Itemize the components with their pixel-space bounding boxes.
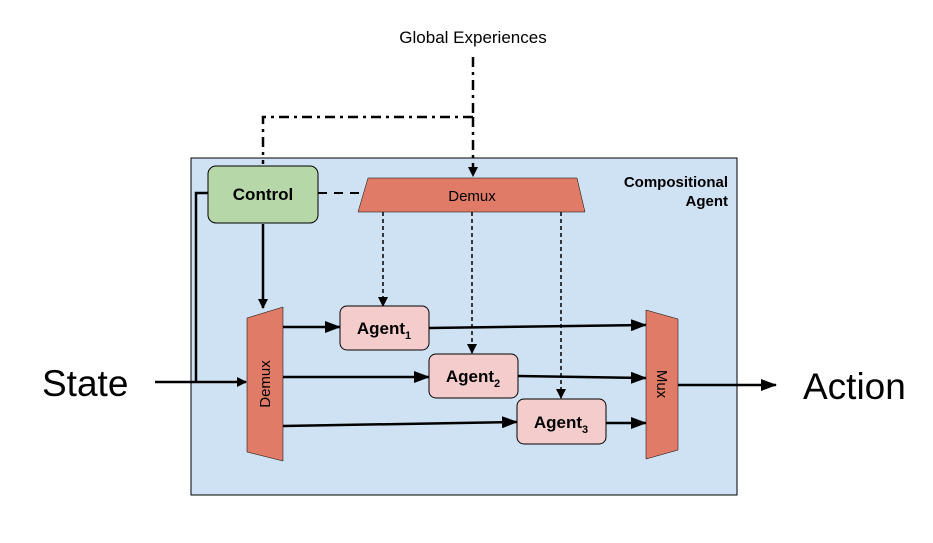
agent2-subscript: 2	[494, 378, 500, 390]
state-to-control-line	[194, 191, 208, 382]
control-block	[207, 165, 319, 224]
global-experiences-label: Global Experiences	[399, 28, 546, 47]
agent3-label: Agent3	[534, 413, 588, 436]
agent2-to-mux-arrow	[517, 371, 647, 384]
mux-block	[645, 309, 679, 460]
left-demux-to-agent3-arrow	[282, 416, 518, 429]
mux-label: Mux	[653, 370, 670, 399]
agent2-block	[428, 353, 519, 399]
agent1-block	[339, 305, 430, 351]
left-demux-block	[246, 306, 284, 462]
agent1-to-mux-arrow	[428, 319, 647, 332]
state-label: State	[42, 363, 128, 404]
agent3-block	[516, 398, 607, 445]
agent1-subscript: 1	[405, 330, 411, 342]
global-experiences-feed	[261, 57, 475, 164]
container-label-line2: Agent	[686, 193, 729, 210]
top-demux-block	[357, 177, 586, 213]
left-demux-label: Demux	[257, 360, 274, 408]
container-label-line1: Compositional	[624, 174, 728, 191]
control-label: Control	[233, 185, 293, 204]
agent3-subscript: 3	[582, 424, 588, 436]
action-label: Action	[803, 366, 906, 407]
agent1-label: Agent1	[357, 319, 411, 342]
agent2-label: Agent2	[446, 367, 500, 390]
top-demux-label: Demux	[448, 188, 496, 205]
